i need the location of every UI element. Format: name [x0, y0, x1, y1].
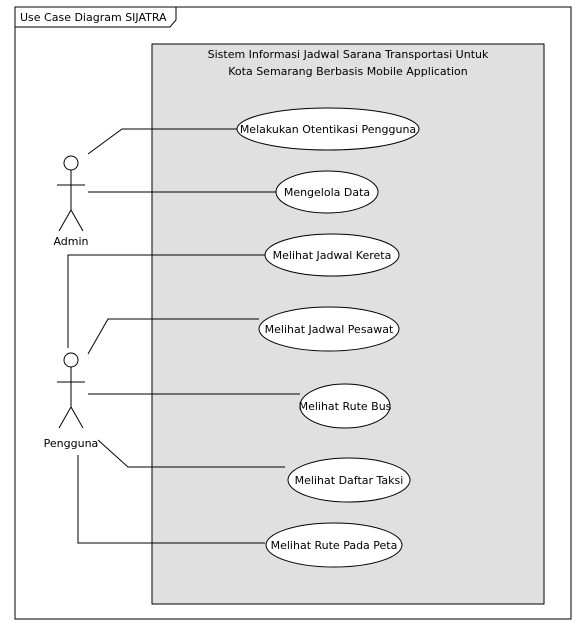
- use-case-label: Melihat Rute Bus: [299, 400, 392, 413]
- actor-leg-right: [70, 209, 84, 232]
- use-case-jadwal-pesawat: Melihat Jadwal Pesawat: [258, 306, 400, 352]
- actor-pengguna-figure: [57, 352, 85, 429]
- associations: [67, 128, 300, 544]
- use-case-ellipse: [275, 170, 379, 214]
- actor-admin-figure: [57, 155, 85, 232]
- frame-title-tab: [14, 6, 177, 28]
- use-case-ellipse: [265, 522, 403, 568]
- association-pengguna-peta: [77, 455, 265, 544]
- use-case-rute-bus: Melihat Rute Bus: [299, 383, 392, 429]
- actor-pengguna-label: Pengguna: [44, 437, 99, 450]
- use-case-daftar-taksi: Melihat Daftar Taksi: [287, 457, 411, 503]
- use-case-otentikasi: Melakukan Otentikasi Pengguna: [236, 107, 420, 151]
- use-case-ellipse: [236, 107, 420, 151]
- use-case-mengelola-data: Mengelola Data: [275, 170, 379, 214]
- use-case-label: Mengelola Data: [284, 186, 370, 199]
- actor-head: [63, 352, 79, 368]
- use-case-jadwal-kereta: Melihat Jadwal Kereta: [264, 233, 400, 277]
- association-pengguna-kereta: [67, 254, 265, 348]
- frame-title: Use Case Diagram SIJATRA: [20, 11, 167, 24]
- association-admin-otentikasi: [87, 128, 237, 155]
- use-case-ellipse: [299, 383, 391, 429]
- system-title-line1: Sistem Informasi Jadwal Sarana Transport…: [208, 48, 489, 61]
- use-case-ellipse: [258, 306, 400, 352]
- actor-leg-left: [58, 209, 72, 232]
- use-case-label: Melihat Jadwal Pesawat: [265, 323, 394, 336]
- use-case-rute-peta: Melihat Rute Pada Peta: [265, 522, 403, 568]
- actor-leg-right: [70, 406, 84, 429]
- actor-head: [63, 155, 79, 171]
- use-case-label: Melihat Jadwal Kereta: [273, 249, 392, 262]
- system-title-line2: Kota Semarang Berbasis Mobile Applicatio…: [228, 65, 468, 78]
- association-pengguna-taksi: [97, 439, 285, 468]
- actor-leg-left: [58, 406, 72, 429]
- association-pengguna-pesawat: [87, 318, 259, 355]
- use-case-label: Melihat Rute Pada Peta: [271, 539, 398, 552]
- use-case-ellipse: [287, 457, 411, 503]
- use-case-label: Melihat Daftar Taksi: [295, 474, 404, 487]
- use-case-label: Melakukan Otentikasi Pengguna: [240, 123, 416, 136]
- use-case-ellipse: [264, 233, 400, 277]
- actor-admin-label: Admin: [53, 235, 88, 248]
